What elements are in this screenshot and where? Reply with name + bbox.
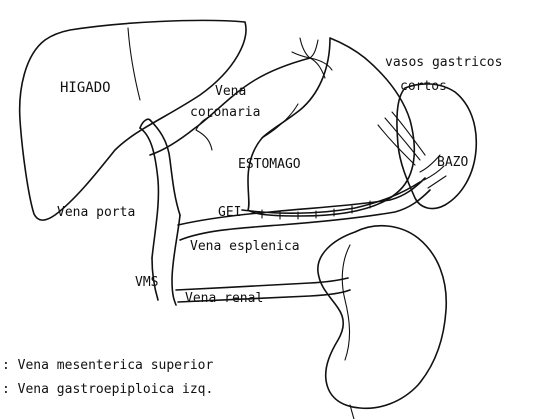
kidney-inner-line — [342, 245, 350, 360]
portal-vein-left-wall — [140, 128, 158, 258]
kidney-outline — [318, 226, 446, 409]
label-short-gastric-line1: vasos gastricos — [385, 55, 502, 70]
label-stomach: ESTOMAGO — [238, 157, 301, 172]
portal-vein-right-wall — [150, 120, 180, 215]
label-coronary-vein-line1: Vena — [215, 84, 246, 99]
label-gei: GEI — [218, 205, 241, 220]
label-liver: HIGADO — [60, 80, 111, 96]
label-renal-vein: Vena renal — [185, 291, 263, 306]
short-gastric-vessels — [378, 112, 425, 165]
label-spleen: BAZO — [437, 155, 468, 170]
vms-vein-right-wall — [172, 215, 180, 305]
label-vms: VMS — [135, 275, 158, 290]
label-coronary-vein-line2: coronaria — [190, 105, 260, 120]
liver-lobe-line — [128, 28, 140, 100]
label-splenic-vein: Vena esplenica — [190, 239, 300, 254]
label-short-gastric-line2: cortos — [400, 79, 447, 94]
splenic-vein-upper-wall — [178, 178, 425, 225]
liver-outline — [20, 20, 246, 220]
coronary-vein-branches — [292, 38, 332, 78]
portal-vein-top — [140, 119, 150, 128]
gei-vein — [242, 182, 420, 213]
label-portal-vein: Vena porta — [57, 205, 135, 220]
legend-vms: : Vena mesenterica superior — [2, 358, 213, 373]
legend-gei: : Vena gastroepiploica izq. — [2, 382, 213, 397]
